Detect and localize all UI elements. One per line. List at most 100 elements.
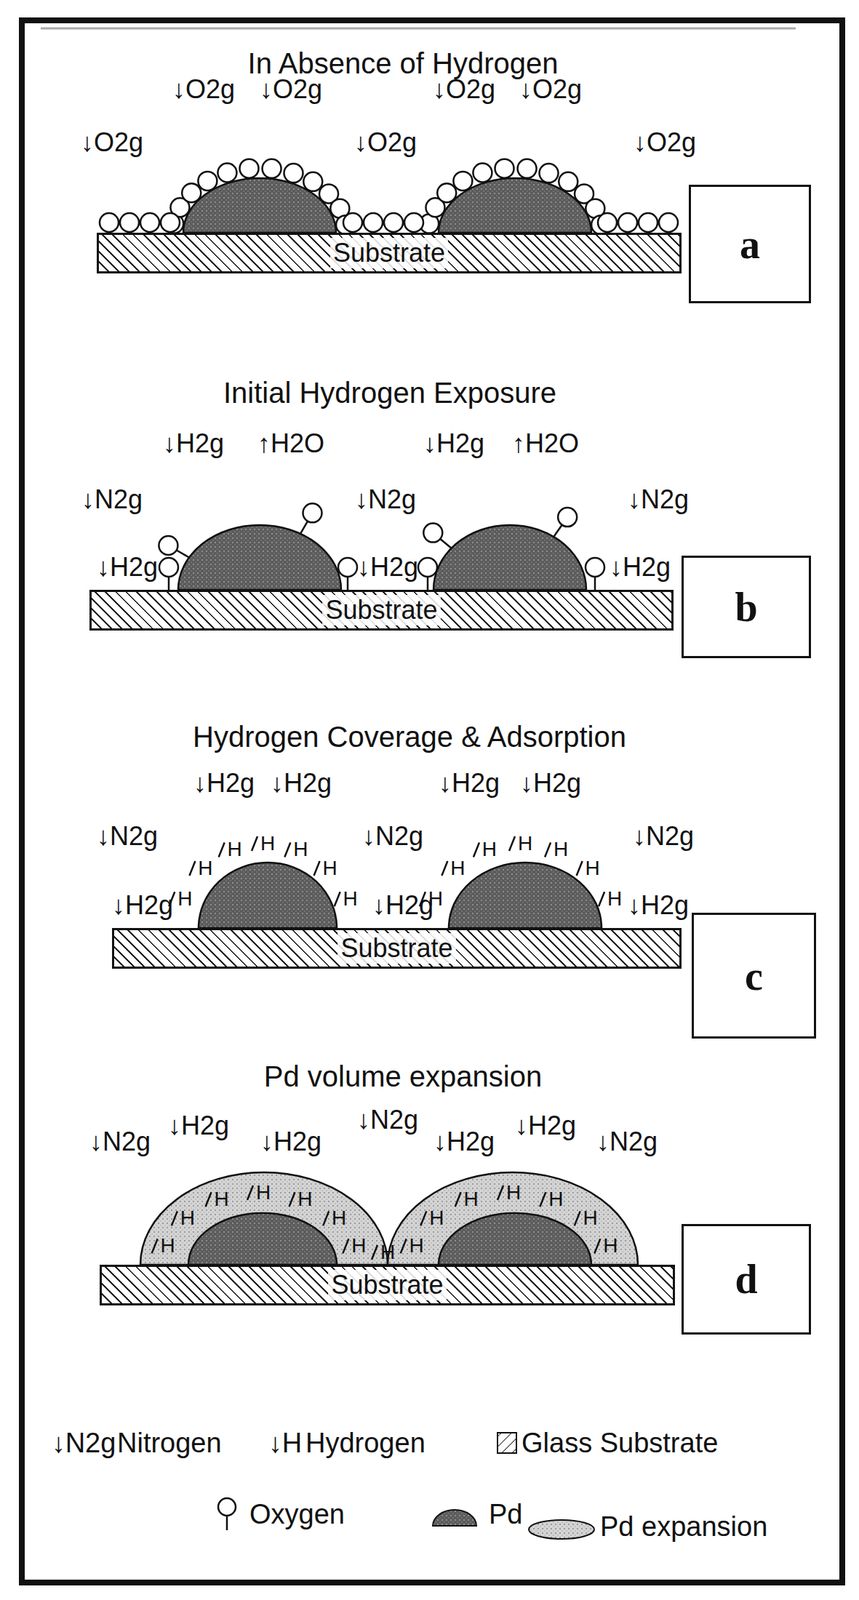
hydrogen-atom: H xyxy=(331,1207,347,1230)
hydrogen-arrow xyxy=(247,1185,254,1201)
substrate-label: Substrate xyxy=(322,594,441,626)
hydrogen-atom: H xyxy=(260,832,275,856)
oxygen-atom xyxy=(160,213,180,233)
gas-label: ↓H2g xyxy=(96,552,158,582)
oxygen-atom xyxy=(453,171,473,191)
hydrogen-atom: H xyxy=(607,888,622,911)
panel-title: Hydrogen Coverage & Adsorption xyxy=(192,720,627,753)
hydrogen-atom: H xyxy=(293,838,308,862)
oxygen-atom xyxy=(423,523,443,543)
oxygen-atom xyxy=(585,557,605,577)
hydrogen-atom: H xyxy=(517,832,533,856)
oxygen-atom xyxy=(517,159,537,179)
hydrogen-arrow xyxy=(284,842,291,857)
gas-label: ↓N2g xyxy=(357,1105,419,1135)
gas-label: ↓N2g xyxy=(354,485,417,515)
hydrogen-atom: H xyxy=(351,1235,366,1258)
hydrogen-atom: H xyxy=(602,1235,618,1258)
top-rule xyxy=(40,27,796,30)
panel-letter: c xyxy=(744,952,763,1000)
hydrogen-arrow xyxy=(420,1211,427,1226)
oxygen-stem xyxy=(346,576,350,590)
gas-label: ↓O2g xyxy=(354,128,417,158)
hydrogen-arrow xyxy=(288,1192,295,1207)
oxygen-stem xyxy=(426,576,430,590)
oxygen-atom xyxy=(262,159,282,179)
oxygen-atom xyxy=(638,213,658,233)
hydrogen-arrow xyxy=(171,1211,178,1226)
gas-label: ↓H2g xyxy=(112,891,174,921)
hydrogen-arrow xyxy=(574,1211,581,1226)
oxygen-stem xyxy=(594,576,597,590)
oxygen-atom xyxy=(597,213,617,233)
oxygen-swatch-stem xyxy=(226,1515,229,1531)
hydrogen-atom: H xyxy=(380,1241,395,1265)
oxygen-stem xyxy=(168,576,171,590)
panel-letter-box: d xyxy=(681,1224,811,1335)
oxygen-swatch xyxy=(218,1498,236,1516)
oxygen-atom xyxy=(120,213,139,233)
gas-label: ↓O2g xyxy=(519,74,582,105)
hydrogen-atom: H xyxy=(450,857,465,881)
hydrogen-atom: H xyxy=(464,1188,479,1212)
oxygen-atom xyxy=(217,162,237,182)
oxygen-stem xyxy=(553,525,562,537)
oxygen-atom xyxy=(343,213,363,233)
gas-label: ↓H2g xyxy=(372,891,434,921)
hydrogen-arrow xyxy=(455,1192,462,1207)
hydrogen-atom: H xyxy=(585,857,601,881)
oxygen-atom xyxy=(494,159,514,179)
gas-label: ↓H2g xyxy=(438,768,500,798)
gas-label: ↓H2g xyxy=(433,1127,495,1157)
hydrogen-atom: H xyxy=(197,857,213,881)
legend-text: Hydrogen xyxy=(305,1428,426,1460)
hydrogen-arrow xyxy=(251,836,258,851)
oxygen-stem xyxy=(300,521,308,534)
pd-particle xyxy=(188,1213,337,1265)
oxygen-atom xyxy=(338,557,358,577)
oxygen-atom xyxy=(363,213,383,233)
gas-label: ↓H2g xyxy=(627,891,689,921)
oxygen-atom xyxy=(239,159,259,179)
gas-label: ↓N2g xyxy=(632,821,694,851)
hydrogen-arrow xyxy=(342,1238,349,1254)
hydrogen-arrow xyxy=(334,891,341,907)
legend-text: Oxygen xyxy=(249,1499,345,1531)
substrate-label: Substrate xyxy=(337,933,456,964)
gas-label: ↓H xyxy=(268,1428,302,1460)
gas-label: ↓H2g xyxy=(168,1111,230,1141)
gas-label: ↓H2g xyxy=(193,768,255,798)
glass-substrate: Substrate xyxy=(112,928,682,969)
oxygen-atom xyxy=(557,507,577,527)
oxygen-atom xyxy=(181,183,201,203)
hydrogen-atom: H xyxy=(548,1188,563,1212)
hydrogen-atom: H xyxy=(297,1188,313,1212)
hydrogen-atom: H xyxy=(506,1181,521,1205)
hydrogen-atom: H xyxy=(180,1207,195,1230)
glass-substrate: Substrate xyxy=(89,589,674,631)
hydrogen-arrow xyxy=(598,891,605,907)
gas-label: ↓H2g xyxy=(270,768,332,798)
hydrogen-arrow xyxy=(400,1238,407,1254)
hydrogen-arrow xyxy=(497,1185,504,1201)
panel-letter-box: a xyxy=(688,184,811,304)
gas-label: ↑H2O xyxy=(512,429,579,459)
hydrogen-arrow xyxy=(544,842,551,857)
gas-label: ↑H2O xyxy=(257,429,325,459)
legend-text: Pd expansion xyxy=(600,1512,768,1543)
hydrogen-atom: H xyxy=(227,838,243,862)
oxygen-atom xyxy=(404,213,424,233)
pd-particle xyxy=(438,1213,592,1265)
oxygen-stem xyxy=(440,538,451,549)
oxygen-atom xyxy=(303,503,323,523)
gas-label: ↓H2g xyxy=(357,552,419,582)
hydrogen-atom: H xyxy=(553,838,569,862)
gas-label: ↓O2g xyxy=(259,74,323,105)
hydrogen-arrow xyxy=(371,1245,378,1260)
hydrogen-arrow xyxy=(509,836,515,851)
pd-swatch xyxy=(432,1509,477,1526)
glass-substrate: Substrate xyxy=(99,1264,675,1306)
panel-letter-box: c xyxy=(691,912,817,1039)
oxygen-atom xyxy=(283,163,303,183)
gas-label: ↓N2g xyxy=(362,821,424,851)
